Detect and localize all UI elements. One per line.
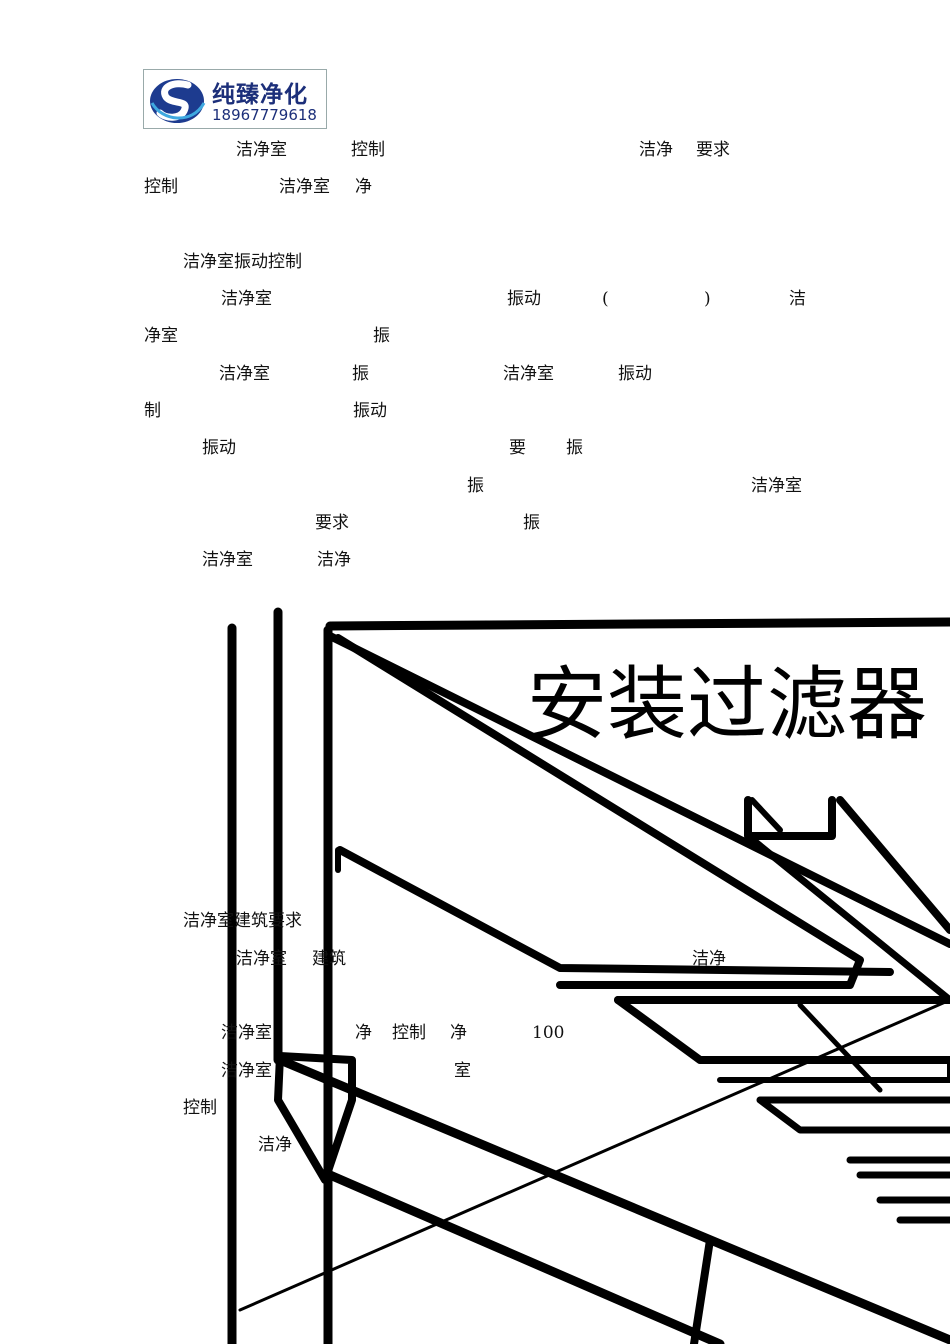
drawing-title: 安装过滤器 — [527, 658, 927, 751]
text-fragment: 洁净室 — [751, 476, 802, 496]
section-heading: 洁净室振动控制 — [183, 252, 302, 272]
text-fragment: 洁净室 — [279, 177, 330, 197]
section-heading: 洁净室建筑要求 — [183, 911, 302, 931]
text-fragment: 洁净室 — [221, 289, 272, 309]
text-fragment: ( — [602, 289, 609, 309]
filter-installation-drawing — [227, 607, 950, 1344]
text-fragment: 制 — [144, 401, 161, 421]
text-fragment: 洁净室 — [503, 364, 554, 384]
text-fragment: 建筑 — [312, 949, 346, 969]
text-fragment: 振动 — [618, 364, 652, 384]
text-fragment: 振动 — [353, 401, 387, 421]
text-fragment: 振 — [352, 364, 369, 384]
company-name: 纯臻净化 — [212, 82, 308, 108]
text-fragment: 振 — [467, 476, 484, 496]
text-fragment: 振动 — [507, 289, 541, 309]
text-fragment: 洁净室 — [236, 140, 287, 160]
text-fragment: 洁净室 — [219, 364, 270, 384]
text-fragment: 洁 — [789, 289, 806, 309]
text-fragment: 控制 — [351, 140, 385, 160]
text-fragment: 洁净 — [639, 140, 673, 160]
text-fragment: 洁净 — [692, 949, 726, 969]
company-logo: 纯臻净化 18967779618 — [143, 69, 327, 129]
text-fragment: 净 — [355, 1023, 372, 1043]
text-fragment: 洁净 — [317, 550, 351, 570]
text-fragment: 控制 — [392, 1023, 426, 1043]
text-fragment: 室 — [454, 1061, 471, 1081]
text-fragment: 洁净 — [258, 1135, 292, 1155]
text-fragment: 净 — [450, 1023, 467, 1043]
text-fragment: 洁净室 — [221, 1023, 272, 1043]
swirl-logo-icon — [150, 79, 206, 123]
text-fragment: 100 — [532, 1023, 565, 1043]
text-fragment: 振 — [373, 326, 390, 346]
text-fragment: 洁净室 — [236, 949, 287, 969]
text-fragment: 洁净室 — [202, 550, 253, 570]
text-fragment: 要求 — [696, 140, 730, 160]
text-fragment: 振动 — [202, 438, 236, 458]
company-phone: 18967779618 — [212, 106, 317, 124]
text-fragment: 振 — [523, 513, 540, 533]
text-fragment: 振 — [566, 438, 583, 458]
text-fragment: 控制 — [183, 1098, 217, 1118]
text-fragment: ) — [704, 289, 711, 309]
text-fragment: 要求 — [315, 513, 349, 533]
text-fragment: 净室 — [144, 326, 178, 346]
text-fragment: 要 — [509, 438, 526, 458]
text-fragment: 净 — [355, 177, 372, 197]
text-fragment: 控制 — [144, 177, 178, 197]
text-fragment: 洁净室 — [221, 1061, 272, 1081]
